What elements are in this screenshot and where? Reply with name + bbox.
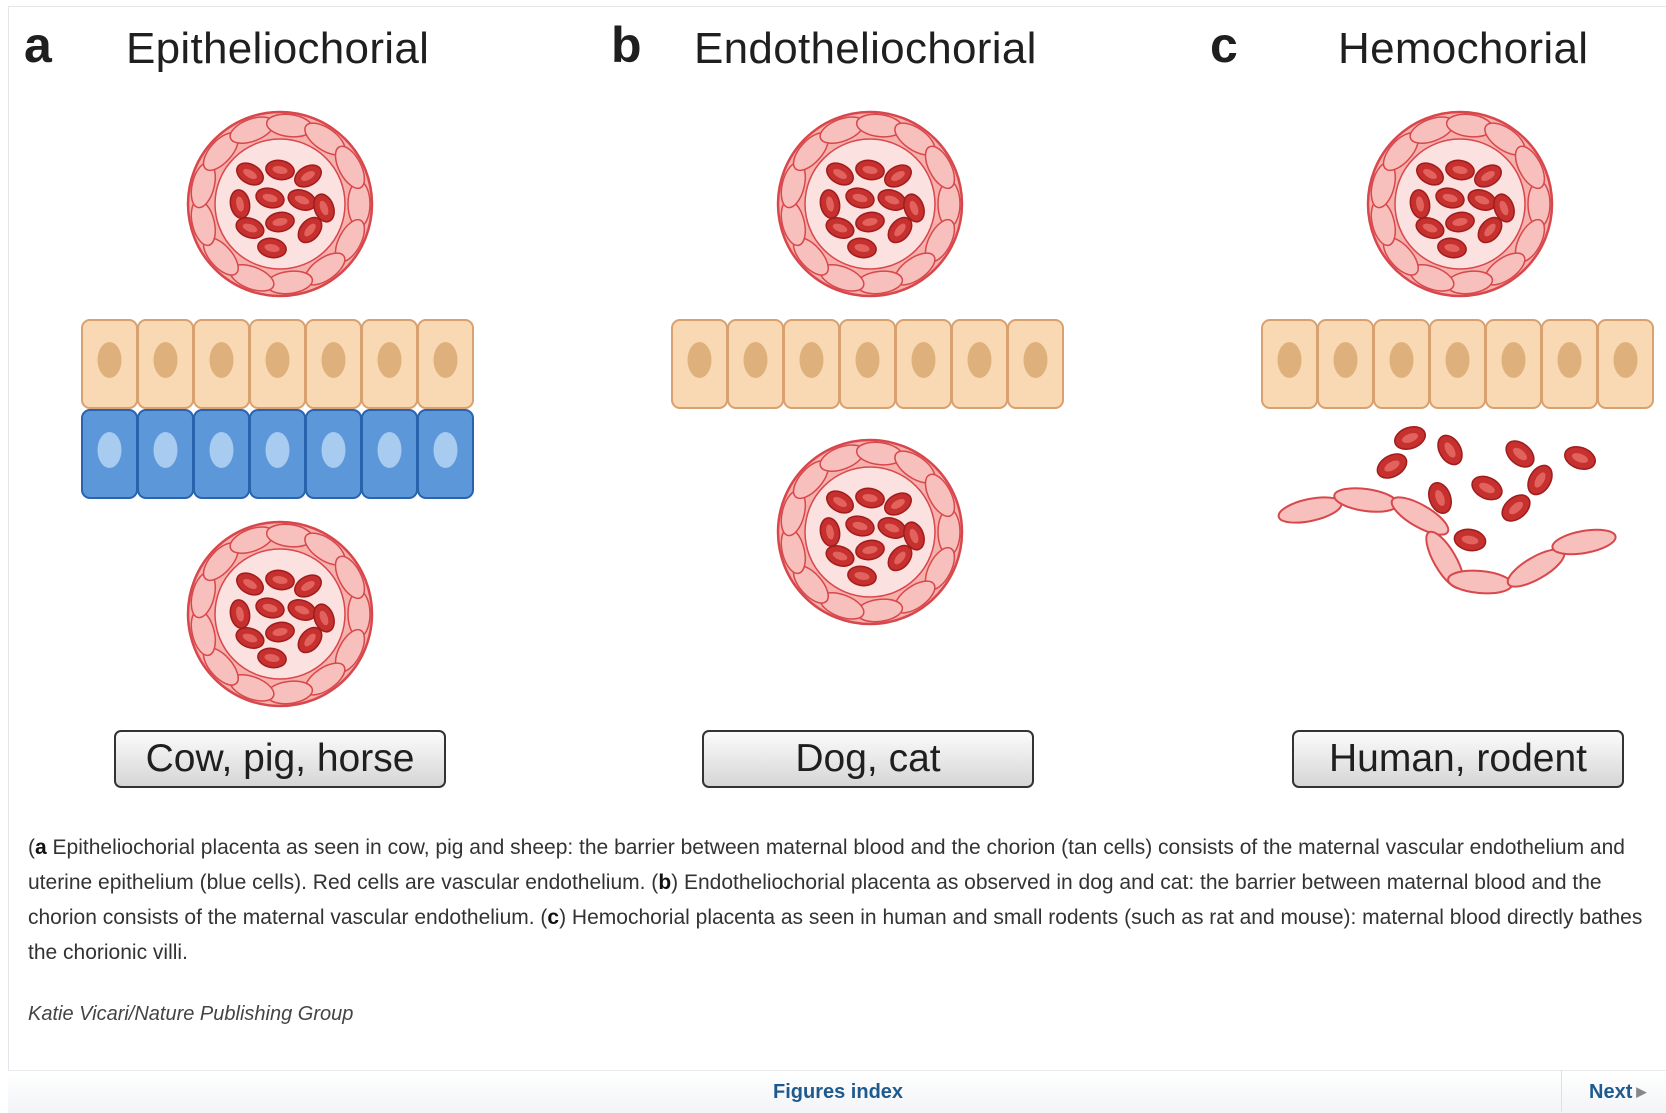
blood-vessel [1367,112,1552,297]
nucleus [1502,342,1526,378]
nucleus [1446,342,1470,378]
nucleus [378,342,402,378]
nucleus [98,432,122,468]
next-link[interactable]: Next ▶ [1589,1081,1646,1104]
red-blood-cell [1468,472,1505,504]
chorion-row [672,320,1063,408]
nav-divider [1561,1070,1562,1112]
next-arrow-icon: ▶ [1636,1084,1646,1099]
blood-vessel [777,440,962,625]
broken-endothelium-fragment [1276,493,1343,528]
nucleus [434,342,458,378]
next-label: Next [1589,1081,1632,1103]
chorion-row [82,320,473,408]
chorion-row [1262,320,1653,408]
nucleus [1614,342,1638,378]
caption-letter-a: a [35,836,47,859]
nucleus [800,342,824,378]
nucleus [210,432,234,468]
red-blood-cell [1453,527,1488,553]
blood-vessel [777,112,962,297]
nucleus [968,342,992,378]
nucleus [154,342,178,378]
species-label-b: Dog, cat [702,730,1034,788]
image-credit: Katie Vicari/Nature Publishing Group [28,1003,353,1026]
nucleus [1024,342,1048,378]
nucleus [210,342,234,378]
nucleus [266,432,290,468]
red-blood-cell [1501,436,1539,472]
panel-a-illustration [82,112,473,707]
species-label-a: Cow, pig, horse [114,730,446,788]
nucleus [1334,342,1358,378]
blood-vessel [187,112,372,297]
blood-vessel [187,522,372,707]
nucleus [1558,342,1582,378]
panel-b-illustration [672,112,1063,625]
nucleus [154,432,178,468]
red-blood-cell [1497,490,1535,526]
nucleus [434,432,458,468]
uterine-epithelium-row [82,410,473,498]
nucleus [688,342,712,378]
species-label-c: Human, rodent [1292,730,1624,788]
nucleus [912,342,936,378]
nucleus [1390,342,1414,378]
caption-letter-b: b [658,871,671,894]
nucleus [98,342,122,378]
figures-index-link[interactable]: Figures index [773,1081,903,1104]
broken-endothelium-fragment [1551,526,1618,559]
nucleus [322,432,346,468]
red-blood-cell [1562,443,1599,474]
nucleus [378,432,402,468]
caption-letter-c: c [547,906,559,929]
nucleus [856,342,880,378]
broken-endothelium-fragment [1447,568,1513,595]
red-blood-cell [1392,423,1429,454]
nucleus [266,342,290,378]
broken-endothelium-fragment [1333,485,1399,516]
red-blood-cell [1433,431,1467,469]
figure-caption: (a Epitheliochorial placenta as seen in … [28,830,1648,970]
nucleus [1278,342,1302,378]
nucleus [322,342,346,378]
nucleus [744,342,768,378]
red-blood-cell [1373,449,1411,483]
panel-c-illustration [1262,112,1653,596]
